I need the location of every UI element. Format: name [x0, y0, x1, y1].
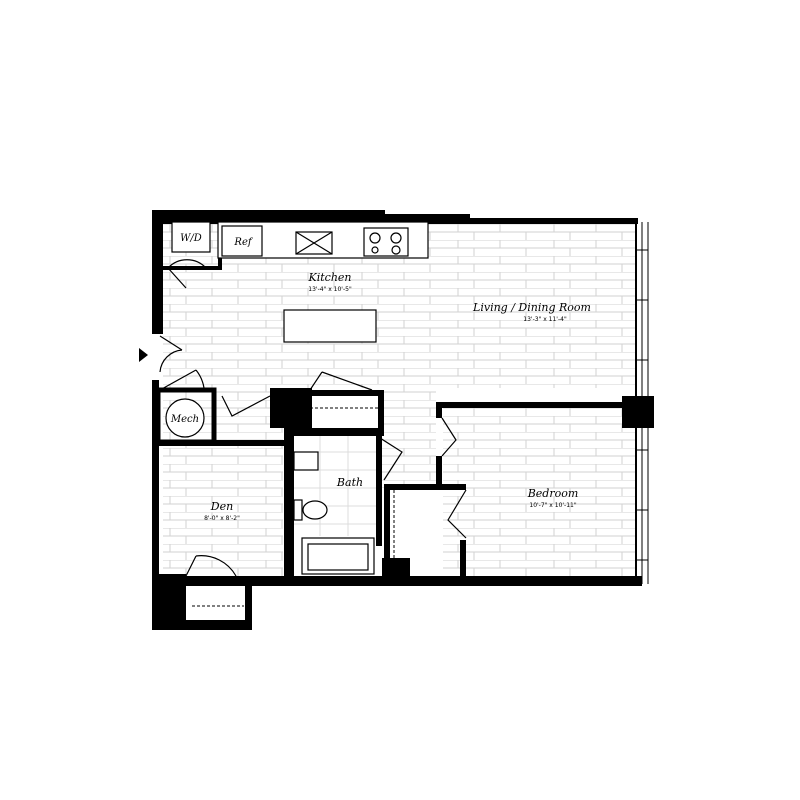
bedroom-left-wall-upper: [436, 402, 442, 418]
den-door: [221, 395, 271, 417]
entry-door: [159, 335, 183, 373]
bath-fixtures: [293, 451, 375, 575]
linen-door: [309, 371, 373, 391]
den-label: Den: [210, 500, 233, 513]
entry-arrow-icon: [139, 348, 148, 362]
kitchen-label: Kitchen: [308, 271, 352, 284]
bath-door: [379, 437, 403, 481]
mech-label: Mech: [170, 414, 199, 425]
bath-top-wall: [290, 428, 380, 436]
toilet-bowl: [302, 500, 328, 520]
bath-right-wall: [376, 436, 382, 546]
bedroom-label: Bedroom: [527, 487, 579, 500]
linen-closet-right-wall: [378, 390, 384, 436]
exterior-wall-bottom: [152, 576, 642, 586]
closet-door: [447, 489, 467, 539]
bedroom-door: [441, 417, 457, 457]
doors: [159, 259, 467, 577]
toilet-tank: [293, 499, 303, 521]
bedroom-dims: 10'-7" x 10'-11": [529, 502, 576, 509]
flooring: [163, 222, 635, 578]
bath-left-wall: [284, 420, 294, 580]
linen-closet-wall: [306, 390, 384, 396]
ref-label: Ref: [233, 237, 253, 248]
walls: [152, 210, 654, 630]
mech-door: [159, 369, 205, 391]
den-closet-right-wall: [245, 578, 252, 630]
bedroom-left-wall-mid: [436, 456, 442, 486]
vanity: [293, 451, 319, 471]
den-closet-bottom-wall: [186, 620, 252, 630]
bedroom-closet-wall: [384, 484, 466, 490]
exterior-column: [622, 396, 654, 428]
labels: Kitchen 13'-4" x 10'-5" Living / Dining …: [170, 233, 591, 522]
exterior-wall-left-lower: [152, 380, 159, 580]
kitchen-counter: [217, 221, 429, 259]
refrigerator: [221, 225, 263, 257]
kitchen-dims: 13'-4" x 10'-5": [308, 286, 352, 293]
living-label: Living / Dining Room: [472, 301, 591, 314]
living-dims: 13'-3" x 11'-4": [523, 316, 567, 323]
wd-label: W/D: [180, 233, 202, 244]
bedroom-top-wall: [436, 402, 626, 408]
bedroom-closet-left: [384, 484, 390, 564]
washer-dryer: [171, 221, 211, 253]
mech-unit: [165, 398, 205, 438]
kitchen-island: [283, 309, 377, 343]
window-wall: [635, 222, 649, 584]
bath-label: Bath: [336, 476, 363, 489]
closet-shelves: [192, 407, 395, 607]
cooktop: [363, 227, 409, 257]
exterior-wall-left-upper: [152, 210, 163, 334]
wd-door: [167, 259, 207, 289]
bedroom-closet-right: [460, 540, 466, 580]
den-closet-door: [185, 555, 237, 577]
den-dims: 8'-0" x 8'-2": [204, 515, 240, 522]
mech-den-wall: [158, 440, 284, 446]
